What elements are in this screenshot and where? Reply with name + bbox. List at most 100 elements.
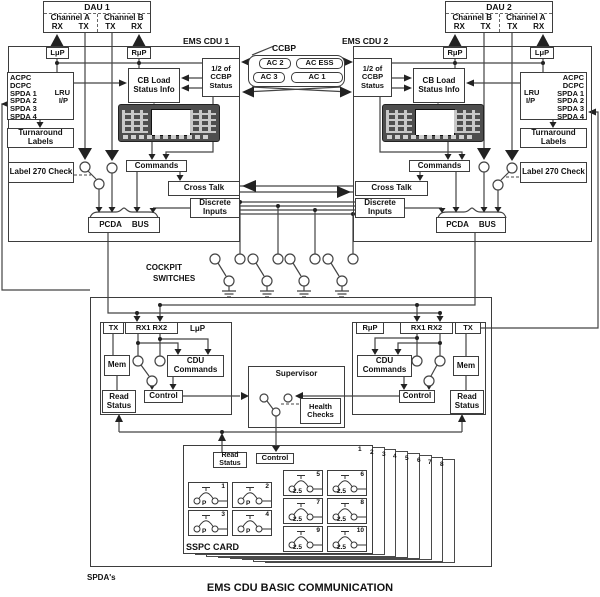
breaker-7: 7 2.5 — [283, 498, 323, 524]
breaker-number: 8 — [360, 499, 364, 506]
breaker-rating: 2.5 — [337, 516, 347, 523]
proc1-cdu-commands-box: CDU Commands — [167, 355, 224, 377]
breaker-8: 8 2.5 — [327, 498, 367, 524]
proc2-control-box: Control — [399, 390, 435, 403]
ems2-lup-box: LμP — [530, 47, 554, 59]
lru-row: SPDA 4 — [10, 111, 37, 121]
sspc-control-box: Control — [256, 453, 294, 464]
cdu-keys-right — [454, 110, 480, 133]
lru-tag: LRU — [524, 88, 540, 97]
breaker-rating: 2.5 — [337, 488, 347, 495]
ems1-lup-box: LμP — [46, 47, 69, 59]
cdu-keys-left — [386, 110, 412, 133]
proc2-cdu-commands-box: CDU Commands — [357, 355, 412, 377]
breaker-rating: 2.5 — [337, 544, 347, 551]
lru-row: SPDA 4 — [557, 111, 584, 121]
breaker-rating: 2.5 — [293, 544, 303, 551]
bus-label: BUS — [131, 219, 149, 229]
ems1-crosstalk-box: Cross Talk — [168, 181, 240, 196]
ems1-label270-box: Label 270 Check — [8, 162, 74, 183]
breaker-number: 4 — [265, 511, 269, 518]
cdu-keys-right — [190, 110, 216, 133]
dau1-pin-rx-b: RX — [131, 22, 143, 32]
breaker-rating: 2.5 — [293, 488, 303, 495]
dau2-pin-rx-a: RX — [533, 22, 545, 32]
ccbp-ac2: AC 2 — [259, 58, 291, 69]
breaker-2: 2 P — [232, 482, 272, 508]
ems2-crosstalk-box: Cross Talk — [355, 181, 428, 196]
spdas-label: SPDA's — [87, 573, 116, 582]
ems2-half-ccbp-box: 1/2 of CCBP Status — [353, 58, 392, 97]
card-number: 2 — [370, 449, 374, 456]
proc1-rx-box: RX1 RX2 — [125, 322, 178, 334]
dau2-channel-b: Channel B — [452, 13, 493, 23]
breaker-rating: P — [246, 528, 251, 535]
sspc-read-status-box: Read Status — [213, 452, 247, 468]
proc2-mem-box: Mem — [453, 356, 479, 376]
dau1-pin-tx-a: TX — [78, 22, 89, 32]
ems1-discrete-box: Discrete Inputs — [190, 198, 240, 218]
proc2-rx-box: RX1 RX2 — [400, 322, 453, 334]
card-number: 6 — [417, 457, 421, 464]
proc1-tx-box: TX — [103, 322, 124, 334]
supervisor-label: Supervisor — [275, 369, 318, 378]
lru-row: DCPC — [562, 80, 584, 90]
pcda-label: PCDA — [446, 219, 469, 229]
breaker-10: 10 2.5 — [327, 526, 367, 552]
lru-tag: I/P — [58, 96, 68, 105]
cockpit-switches-label: COCKPIT — [146, 263, 182, 272]
breaker-4: 4 P — [232, 510, 272, 536]
breaker-number: 1 — [221, 483, 225, 490]
ems2-turnaround-box: Turnaround Labels — [520, 128, 587, 148]
ems1-lru-box: ACPC DCPC SPDA 1 SPDA 2 SPDA 3 SPDA 4 LR… — [7, 72, 74, 120]
card-number: 4 — [393, 453, 397, 460]
ems2-lru-box: ACPC DCPC SPDA 1 SPDA 2 SPDA 3 SPDA 4 LR… — [520, 72, 587, 120]
ems2-rup-box: RμP — [443, 47, 467, 59]
cockpit-switches-label: SWITCHES — [153, 274, 196, 283]
page-title: EMS CDU BASIC COMMUNICATION — [206, 582, 394, 594]
ems2-label270-box: Label 270 Check — [520, 162, 587, 183]
breaker-rating: P — [246, 500, 251, 507]
ems1-commands-box: Commands — [126, 160, 187, 172]
ccbp-ac-ess: AC ESS — [296, 58, 343, 69]
cdu-screen — [415, 109, 455, 136]
ccbp-ac1: AC 1 — [291, 72, 343, 83]
breaker-number: 6 — [360, 471, 364, 478]
lru-row: SPDA 1 — [10, 88, 37, 98]
pcda-label: PCDA — [99, 219, 122, 229]
supervisor-box — [248, 366, 345, 428]
breaker-5: 5 2.5 — [283, 470, 323, 496]
breaker-3: 3 P — [188, 510, 228, 536]
lru-tag: LRU — [54, 88, 70, 97]
cdu-device-2 — [382, 104, 484, 142]
cdu-device-1 — [118, 104, 220, 142]
breaker-number: 5 — [316, 471, 320, 478]
breaker-number: 2 — [265, 483, 269, 490]
card-number: 8 — [440, 461, 444, 468]
dau1-pin-rx-a: RX — [51, 22, 63, 32]
ccbp-ac3: AC 3 — [253, 72, 285, 83]
proc2-tx-box: TX — [455, 322, 481, 334]
ems1-label: EMS CDU 1 — [183, 36, 230, 46]
breaker-symbol — [193, 487, 227, 505]
proc2-read-status-box: Read Status — [450, 390, 484, 414]
cdu-screen — [151, 109, 191, 136]
lru-row: ACPC — [562, 73, 584, 82]
breaker-rating: P — [202, 500, 207, 507]
proc1-read-status-box: Read Status — [102, 390, 136, 413]
proc1-cpu-label: LμP — [190, 324, 206, 333]
ccbp-label: CCBP — [272, 43, 297, 53]
breaker-9: 9 2.5 — [283, 526, 323, 552]
dau1-pin-tx-b: TX — [105, 22, 116, 32]
lru-row: SPDA 2 — [10, 96, 37, 106]
ems2-cb-load-box: CB Load Status Info — [413, 68, 465, 103]
breaker-6: 6 2.5 — [327, 470, 367, 496]
dau1-title: DAU 1 — [84, 1, 110, 12]
breaker-1: 1 P — [188, 482, 228, 508]
ems1-pcda-bus-box: PCDA BUS — [88, 217, 160, 233]
ems1-half-ccbp-box: 1/2 of CCBP Status — [202, 58, 240, 97]
dau1-channel-a: Channel A — [50, 13, 90, 23]
health-checks-box: Health Checks — [300, 398, 341, 424]
